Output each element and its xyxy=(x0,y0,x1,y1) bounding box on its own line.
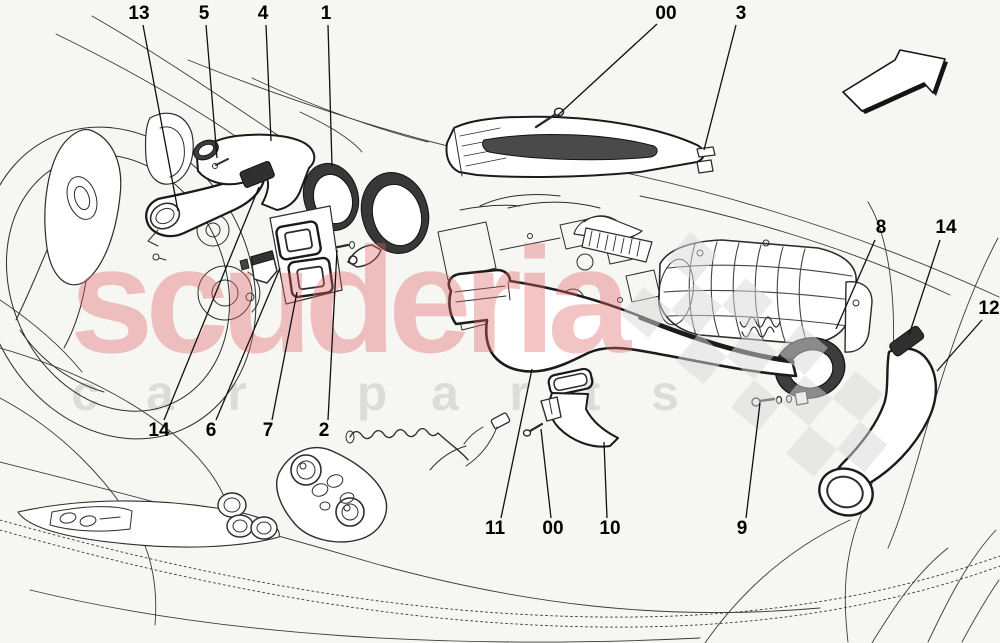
callout-leader-13 xyxy=(142,24,179,212)
duct-gasket-cap-14 xyxy=(889,325,925,357)
checker-tile xyxy=(836,421,888,473)
callout-leader-7 xyxy=(271,291,298,421)
callout-label-7: 7 xyxy=(263,420,274,441)
callout-label-5: 5 xyxy=(199,3,210,24)
callout-label-14: 14 xyxy=(148,420,170,441)
checker-tile xyxy=(722,278,773,329)
demister-slot xyxy=(482,133,658,161)
checker-tile xyxy=(781,375,833,426)
duct-gasket-pad xyxy=(239,160,275,188)
callout-leader-6 xyxy=(215,267,281,421)
direction-arrow-icon xyxy=(842,49,948,114)
checker-tile xyxy=(832,370,884,422)
callout-label-13: 13 xyxy=(128,3,149,24)
callout-label-2: 2 xyxy=(319,420,330,441)
callout-layer: 13 5 4 1 00 3 8 14 12 14 6 7 2 11 00 10 9 xyxy=(128,3,999,539)
checker-tile xyxy=(620,287,672,338)
watermark-letter: a xyxy=(146,365,175,421)
watermark-letter: t xyxy=(584,365,601,421)
callout-label-3: 3 xyxy=(736,3,747,24)
callout-label-6: 6 xyxy=(206,420,217,441)
checker-flag-watermark xyxy=(620,232,888,477)
watermark-letter: c xyxy=(71,365,99,421)
steering-column-shroud xyxy=(144,112,194,185)
callout-leader-12 xyxy=(936,319,983,372)
dash-fittings xyxy=(152,213,261,321)
centre-vent-duct xyxy=(193,133,316,211)
square-vents xyxy=(239,205,343,305)
callout-label-4: 4 xyxy=(258,3,269,24)
demister-screw xyxy=(553,107,565,117)
demister-duct xyxy=(445,107,716,178)
callout-leader-11 xyxy=(500,368,533,519)
callout-leader-14 xyxy=(908,239,941,336)
steering-wheel xyxy=(0,112,257,440)
watermark-letter: p xyxy=(357,365,388,421)
watermark-letter: r xyxy=(509,365,528,421)
callout-label-00: 00 xyxy=(542,518,563,539)
callout-leader-00 xyxy=(556,23,658,117)
center-console xyxy=(17,412,511,548)
callout-label-11: 11 xyxy=(485,518,506,539)
callout-leader-1 xyxy=(327,24,333,167)
callout-label-00: 00 xyxy=(655,3,676,24)
callout-leader-00 xyxy=(540,428,552,519)
callout-label-12: 12 xyxy=(978,298,999,319)
watermark-letter: s xyxy=(651,365,679,421)
checker-tile xyxy=(730,379,782,431)
checker-tile xyxy=(786,425,837,477)
floor-duct xyxy=(522,367,619,448)
callout-label-1: 1 xyxy=(321,3,332,24)
watermark-brand-word: scuderia xyxy=(70,216,633,384)
watermark-letter: r xyxy=(227,365,246,421)
callout-leader-8 xyxy=(835,239,876,330)
checker-tile xyxy=(666,232,718,283)
switch-pod xyxy=(276,447,388,543)
callout-leader-10 xyxy=(603,441,608,519)
callout-leader-2 xyxy=(327,249,338,421)
checker-tile xyxy=(726,328,778,380)
callout-label-10: 10 xyxy=(599,518,620,539)
checker-tile xyxy=(777,324,828,376)
wiring-connector xyxy=(490,412,511,430)
callout-leader-3 xyxy=(703,24,737,151)
callout-label-14: 14 xyxy=(935,217,957,238)
callout-leader-5 xyxy=(205,24,218,159)
callout-leader-9 xyxy=(745,402,761,519)
wiring-coil xyxy=(349,427,469,461)
callout-leader-14 xyxy=(163,186,260,421)
floor-duct-screw xyxy=(522,429,532,437)
callout-leader-4 xyxy=(265,24,272,142)
callout-label-9: 9 xyxy=(737,518,748,539)
checker-tile xyxy=(675,333,727,385)
checker-tile xyxy=(671,282,723,334)
watermark-letter: a xyxy=(431,365,460,421)
callout-label-8: 8 xyxy=(876,217,887,238)
